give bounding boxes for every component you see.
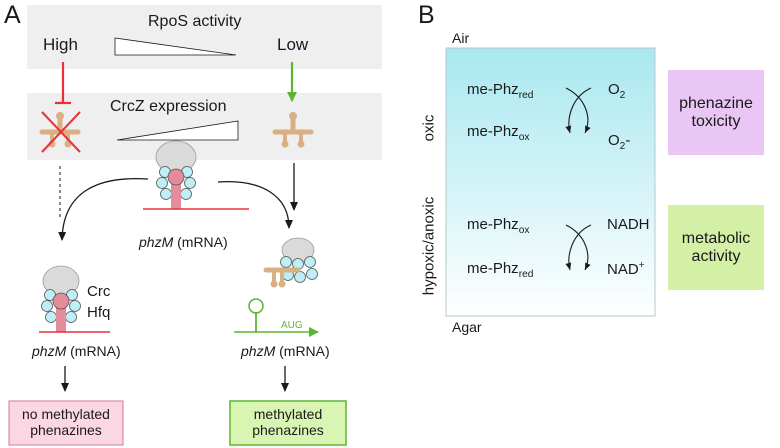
r1-right-bottom-base: O xyxy=(608,132,620,149)
r1-right-top-sub: 2 xyxy=(619,90,626,101)
r2-right-bottom-sup: + xyxy=(638,260,645,271)
center-mrna-label: phzM (mRNA) xyxy=(139,235,228,249)
r2-left-bottom: me-Phzred xyxy=(467,260,533,280)
metabolic-label: metabolic activity xyxy=(681,229,751,265)
r2-left-top: me-Phzox xyxy=(467,216,529,236)
curved-arrow-right xyxy=(217,181,293,229)
r1-right-top-base: O xyxy=(608,81,620,98)
crcz-expression-label: CrcZ expression xyxy=(110,98,227,115)
crc-label: Crc xyxy=(87,283,111,300)
left-gene-name: phzM xyxy=(32,343,67,359)
r2-right-bottom-base: NAD xyxy=(607,261,639,278)
metabolic-box xyxy=(668,205,764,290)
hfq-label: Hfq xyxy=(87,304,111,321)
redox-arrow-2a xyxy=(565,224,591,271)
panel-b-letter: B xyxy=(418,1,435,29)
r2-left-bottom-sub: red xyxy=(518,269,534,280)
oxygen-gradient-box xyxy=(445,47,656,317)
toxicity-box xyxy=(668,70,764,155)
hypoxic-label: hypoxic/anoxic xyxy=(420,196,438,296)
crcz-crossed-out-mark xyxy=(41,111,81,153)
left-mrna-label: phzM (mRNA) xyxy=(32,344,121,358)
crcz-rna-right xyxy=(272,112,314,148)
r1-right-top: O2 xyxy=(608,81,625,101)
no-methyl-box xyxy=(8,400,124,446)
right-gene-name: phzM xyxy=(241,343,276,359)
low-label: Low xyxy=(277,35,309,54)
oxic-label: oxic xyxy=(420,114,438,142)
r1-left-top-base: me-Phz xyxy=(467,81,519,98)
rpos-gradient-wedge xyxy=(114,37,237,56)
methyl-outcome: methylated phenazines xyxy=(252,406,324,438)
r1-left-top: me-Phzred xyxy=(467,81,533,101)
r1-right-bottom-sub: 2 xyxy=(619,141,626,152)
repressed-complex xyxy=(39,265,110,333)
r1-left-bottom: me-Phzox xyxy=(467,123,529,143)
agar-label: Agar xyxy=(452,319,482,335)
methyl-box xyxy=(229,400,347,446)
high-label: High xyxy=(43,35,78,54)
rpos-activity-label: RpoS activity xyxy=(148,13,242,30)
free-mrna xyxy=(234,298,319,337)
left-mrna-suffix: (mRNA) xyxy=(70,343,121,359)
center-mrna-suffix: (mRNA) xyxy=(177,234,228,250)
redox-arrow-1b xyxy=(565,87,592,134)
center-gene-name: phzM xyxy=(139,234,174,250)
inhibition-arrow xyxy=(55,62,71,105)
r1-left-top-sub: red xyxy=(518,90,534,101)
r2-right-top: NADH xyxy=(607,216,650,233)
r2-left-bottom-base: me-Phz xyxy=(467,260,519,277)
r2-left-top-sub: ox xyxy=(518,225,530,236)
crcz-gradient-wedge xyxy=(116,120,239,141)
panel-a-letter: A xyxy=(4,1,21,29)
right-mrna-suffix: (mRNA) xyxy=(279,343,330,359)
r1-right-bottom: O2- xyxy=(608,132,631,152)
redox-arrow-2b xyxy=(565,224,592,271)
crcz-sequester-complex xyxy=(263,237,318,288)
redox-arrow-1a xyxy=(565,87,591,134)
curved-arrow-left xyxy=(58,177,149,241)
r1-right-bottom-tail: - xyxy=(625,132,631,149)
no-methyl-outcome: no methylated phenazines xyxy=(22,406,110,438)
center-complex xyxy=(143,140,249,210)
air-label: Air xyxy=(452,30,470,46)
right-mrna-label: phzM (mRNA) xyxy=(241,344,330,358)
r2-right-bottom: NAD+ xyxy=(607,260,645,278)
r2-left-top-base: me-Phz xyxy=(467,216,519,233)
toxicity-label: phenazine toxicity xyxy=(679,94,753,130)
aug-label: AUG xyxy=(281,320,303,331)
r1-left-bottom-base: me-Phz xyxy=(467,123,519,140)
rpos-band xyxy=(27,5,382,69)
r1-left-bottom-sub: ox xyxy=(518,132,530,143)
